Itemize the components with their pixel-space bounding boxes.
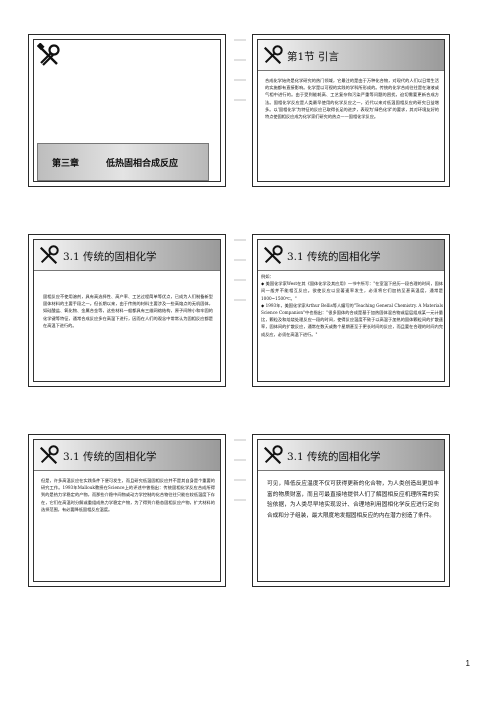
slide-body: 可见，降低反应温度不仅可获得更新的化合物，为人类创造出更加丰富的物质财富，而且可… <box>267 481 439 519</box>
slide-frame <box>257 439 445 582</box>
slide-title: 3.1 传统的固相化学 <box>63 451 157 463</box>
title-banner <box>34 440 220 471</box>
slide-frame <box>33 39 221 182</box>
slide-title: 第1节 引言 <box>287 51 340 63</box>
bullet-item: ◆ 1993年，美国化学家Arthur Bellis等人编写的"Teaching… <box>261 302 443 337</box>
slide-frame <box>33 439 221 582</box>
slide-body: 但是，许多高温反应在实践条件下便可发生，而且研究低温固相反应并不是其自身是个重要… <box>41 478 215 512</box>
tools-icon <box>262 444 284 466</box>
title-banner <box>258 440 444 471</box>
title-banner <box>258 240 444 271</box>
chapter-banner: 第三章 低热固相合成反应 <box>37 143 209 181</box>
chapter-label: 第三章 <box>52 159 80 169</box>
slide-traditional-3: 3.1 传统的固相化学 但是，许多高温反应在实践条件下便可发生，而且研究低温固相… <box>28 434 226 587</box>
slide-frame <box>33 239 221 382</box>
tools-icon <box>36 42 61 67</box>
tools-icon <box>38 244 60 266</box>
page-number: 1 <box>465 659 470 668</box>
example-label: 例如： <box>261 274 274 279</box>
slide-frame <box>257 239 445 382</box>
slide-body: 固相反应不使用溶剂，具有高选择性、高产率、工艺过程简单等优点，已成为人们制备新型… <box>43 294 213 328</box>
slide-traditional-1: 3.1 传统的固相化学 固相反应不使用溶剂，具有高选择性、高产率、工艺过程简单等… <box>28 234 226 387</box>
slide-title: 3.1 传统的固相化学 <box>63 251 157 263</box>
tools-icon <box>38 444 60 466</box>
slide-frame <box>257 39 445 182</box>
slide-title: 3.1 传统的固相化学 <box>287 451 381 463</box>
slide-body: 合成化学始终是化学研究的热门领域，它最注的是由于万种化合物，对现代的人们以日常生… <box>265 78 439 120</box>
slide-body: 例如： ◆ 美国化学家West在其《固体化学及其应用》一书中所写："在室温下经历… <box>261 273 443 338</box>
slide-title: 3.1 传统的固相化学 <box>287 251 381 263</box>
slide-chapter-title: 第三章 低热固相合成反应 <box>28 34 226 187</box>
tools-icon <box>262 44 284 66</box>
title-banner <box>34 240 220 271</box>
tools-icon <box>262 244 284 266</box>
bullet-item: ◆ 美国化学家West在其《固体化学及其应用》一书中所写："在室温下经历一段合理… <box>261 281 443 301</box>
slide-traditional-4: 3.1 传统的固相化学 可见，降低反应温度不仅可获得更新的化合物，为人类创造出更… <box>252 434 450 587</box>
chapter-title: 低热固相合成反应 <box>106 159 179 169</box>
slide-traditional-2: 3.1 传统的固相化学 例如： ◆ 美国化学家West在其《固体化学及其应用》一… <box>252 234 450 387</box>
slide-introduction: 第1节 引言 合成化学始终是化学研究的热门领域，它最注的是由于万种化合物，对现代… <box>252 34 450 187</box>
title-banner <box>258 40 444 71</box>
